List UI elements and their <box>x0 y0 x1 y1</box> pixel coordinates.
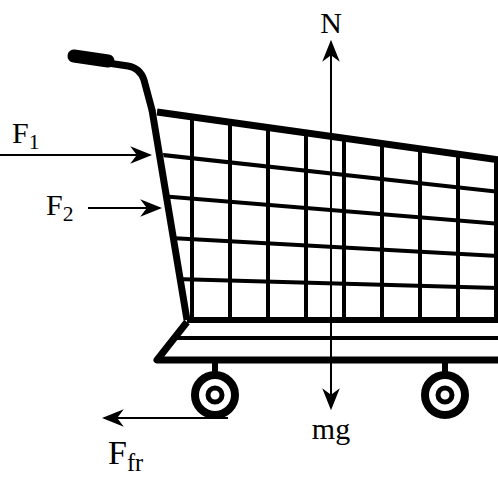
wheel <box>195 375 235 415</box>
force-arrow <box>88 207 160 209</box>
grid-line <box>266 100 270 320</box>
force-arrow <box>330 42 332 225</box>
wheel-hub <box>438 388 452 402</box>
grid-line <box>380 100 384 320</box>
handle-grip <box>74 56 108 61</box>
cart-handle <box>74 58 152 110</box>
basket-back <box>152 110 187 320</box>
wheel <box>425 375 465 415</box>
force-label: F2 <box>46 190 73 226</box>
force-label: N <box>320 8 342 38</box>
grid-line <box>150 154 498 192</box>
grid-line <box>150 278 498 288</box>
basket-grid <box>150 100 498 320</box>
basket-top <box>157 112 498 160</box>
grid-line <box>190 100 194 320</box>
force-label: Ffr <box>108 436 143 476</box>
force-label: mg <box>312 414 350 444</box>
force-arrow <box>330 225 332 408</box>
wheel-hub <box>208 388 222 402</box>
cart-base <box>175 336 498 340</box>
force-arrow <box>0 154 150 156</box>
basket-bottom <box>187 317 498 323</box>
grid-line <box>150 195 498 224</box>
grid-line <box>150 237 498 256</box>
force-label: F1 <box>12 118 39 154</box>
cart-base <box>157 322 498 360</box>
grid-line <box>228 100 232 320</box>
force-arrow <box>104 417 228 419</box>
